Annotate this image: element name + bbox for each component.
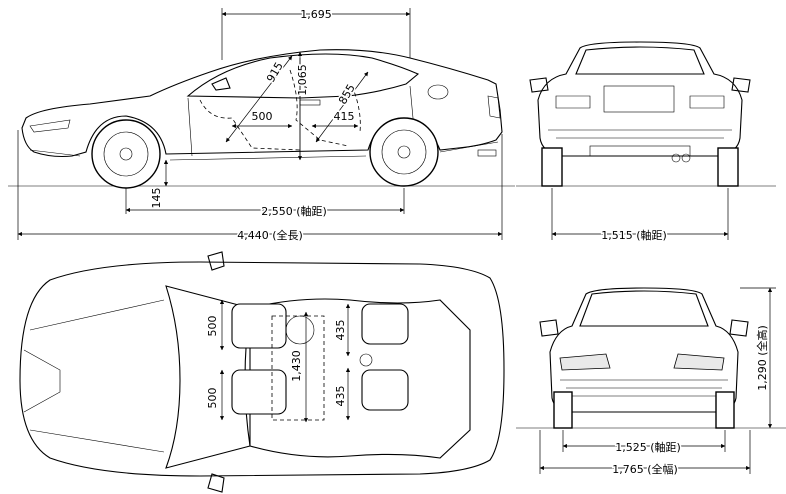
dim-rear-track: 1,515 (軸距) [601, 228, 667, 242]
dim-rear-headroom: 1,065 [296, 64, 309, 96]
top-roof [249, 298, 471, 459]
side-rear-wheel [369, 117, 439, 187]
dim-front-shoulder: 435 [334, 320, 347, 341]
dim-front-legroom: 915 [264, 60, 286, 85]
dim-front-track: 1,525 (軸距) [615, 440, 681, 454]
dim-overall-width: 1,765 (全幅) [612, 462, 678, 476]
dim-rear-shoulder: 435 [334, 386, 347, 407]
front-left-seat [231, 303, 287, 349]
rear-left-seat [361, 303, 409, 345]
dim-ground-clearance: 145 [150, 188, 163, 209]
top-windshield [165, 285, 251, 469]
dim-front-seat-depth: 500 [252, 110, 273, 123]
front-body-outline [549, 287, 739, 413]
side-body-outline [21, 49, 503, 158]
side-front-wheel [91, 119, 161, 189]
front-right-seat [231, 369, 287, 415]
dim-cabin-width: 1,430 [290, 350, 303, 382]
dim-wheelbase: 2,550 (軸距) [261, 204, 327, 218]
rear-body-outline [537, 41, 743, 157]
front-view: 1,290 (全高) 1,525 (軸距) 1,765 (全幅) [516, 287, 786, 478]
dim-rear-legroom: 855 [336, 82, 358, 107]
dim-rear-seat-depth: 415 [334, 110, 355, 123]
side-view: 1,695 1,065 915 855 500 415 145 2,550 (軸… [8, 7, 515, 244]
top-view: 500 500 1,430 435 435 [19, 251, 505, 493]
rear-right-seat [361, 369, 409, 411]
dim-overall-height: 1,290 (全高) [755, 325, 769, 391]
dim-rear-seat-width: 500 [206, 388, 219, 409]
rear-view: 1,515 (軸距) [516, 41, 776, 244]
dim-roof-length: 1,695 [300, 8, 332, 21]
dim-front-seat-width: 500 [206, 316, 219, 337]
dim-overall-length: 4,440 (全長) [237, 228, 303, 242]
top-body-outline [19, 261, 505, 477]
